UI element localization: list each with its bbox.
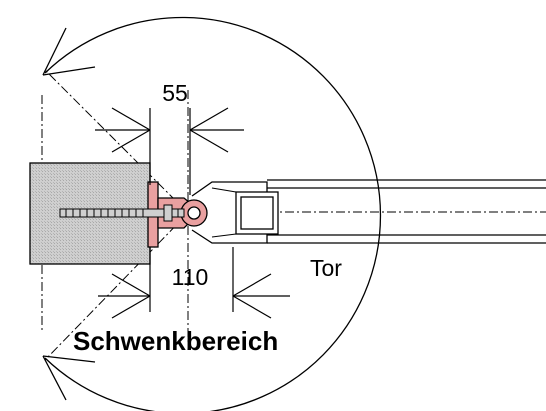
gate-label: Tor bbox=[310, 255, 342, 281]
dimension-label-55: 55 bbox=[162, 80, 188, 106]
fork-inner-line bbox=[211, 187, 237, 193]
gate-square-tube-inner bbox=[240, 196, 274, 230]
arrowhead-top bbox=[42, 27, 96, 76]
swing-area-label: Schwenkbereich bbox=[73, 326, 278, 356]
arrowhead-bottom bbox=[42, 355, 96, 401]
anchor-bolt bbox=[59, 204, 185, 222]
dimension-bottom bbox=[98, 247, 290, 319]
gate-square-tube bbox=[235, 191, 279, 235]
dimension-label-110: 110 bbox=[172, 264, 209, 290]
swing-area-arc bbox=[44, 16, 382, 411]
pivot-pin-inner bbox=[187, 206, 201, 220]
dimension-top bbox=[95, 107, 244, 195]
fork-inner-line-2 bbox=[211, 233, 237, 238]
gate-profile bbox=[267, 179, 546, 244]
